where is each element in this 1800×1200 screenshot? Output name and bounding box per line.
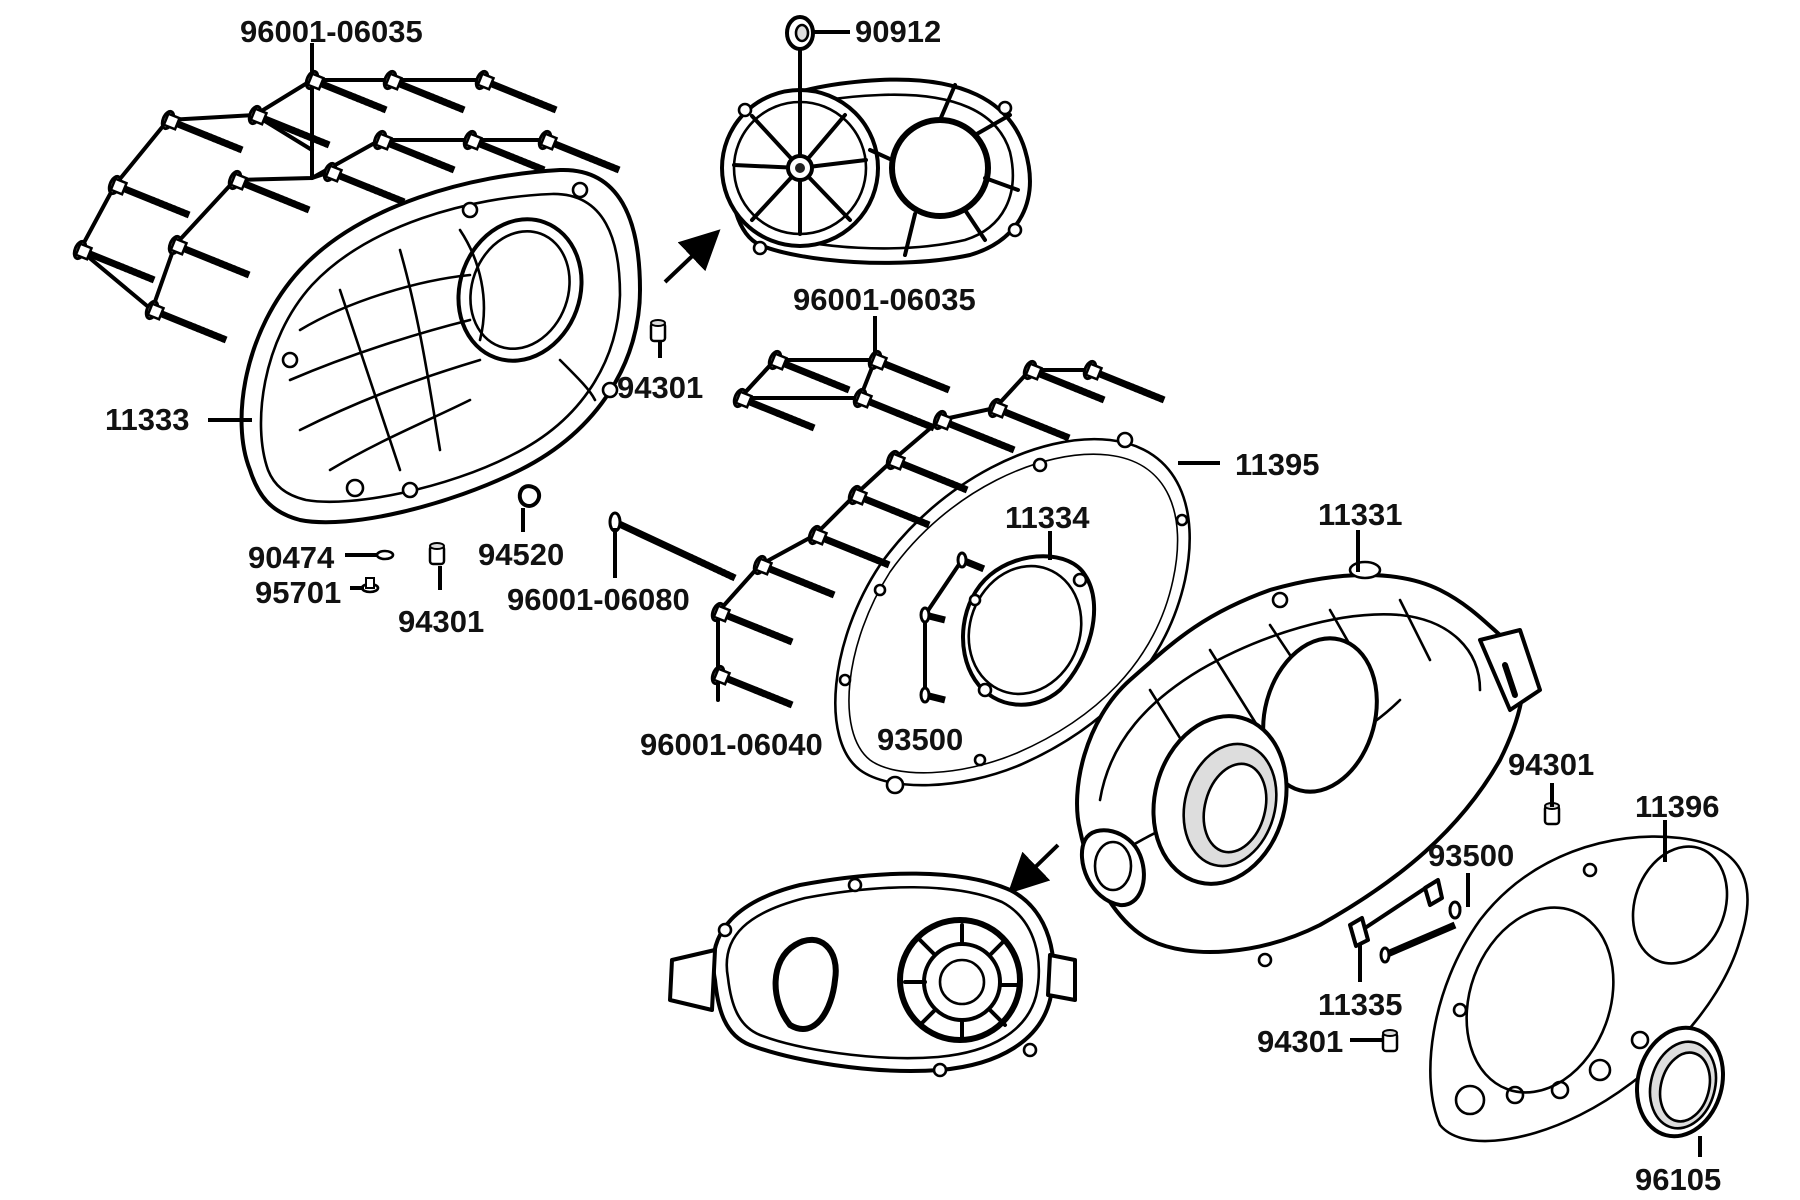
washer-90474 <box>345 549 395 561</box>
label-93500-right: 93500 <box>1428 838 1514 873</box>
dowel-pin-94301-a <box>649 318 667 343</box>
plate-11335 <box>1348 878 1444 982</box>
gasket-11395 <box>834 431 1191 795</box>
label-11395: 11395 <box>1235 447 1320 482</box>
lower-cover-view <box>668 871 1077 1078</box>
outer-clutch-cover <box>239 167 642 525</box>
label-11331: 11331 <box>1318 497 1403 532</box>
label-96105: 96105 <box>1635 1162 1721 1197</box>
label-11333: 11333 <box>105 402 190 437</box>
label-96001-06080: 96001-06080 <box>507 582 690 617</box>
label-90474: 90474 <box>248 540 335 575</box>
dowel-pin-94301-d <box>1381 1028 1399 1053</box>
label-95701: 95701 <box>255 575 341 610</box>
gasket-11396 <box>1429 835 1749 1143</box>
oil-seal-96105 <box>1635 1025 1725 1157</box>
cover-inner-view <box>720 77 1032 265</box>
label-11335: 11335 <box>1318 987 1403 1022</box>
label-96001-06040: 96001-06040 <box>640 727 823 762</box>
screws-93500-right <box>1379 873 1470 964</box>
bolt-group-top-left <box>72 50 623 348</box>
label-96001-06035-middle: 96001-06035 <box>793 282 976 317</box>
long-bolt-96001-06080 <box>608 511 737 582</box>
label-11334: 11334 <box>1005 500 1090 535</box>
dowel-pin-94301-b <box>428 541 446 566</box>
arrow-icon-lower <box>1007 843 1060 894</box>
screws-93500-middle <box>919 551 986 704</box>
label-93500-middle: 93500 <box>877 722 963 757</box>
bolt-group-middle <box>732 333 953 436</box>
bearing-90912 <box>785 15 850 112</box>
label-11396: 11396 <box>1635 789 1720 824</box>
label-94301-left: 94301 <box>398 604 484 639</box>
arrow-icon <box>663 229 721 284</box>
label-94520: 94520 <box>478 537 564 572</box>
label-90912: 90912 <box>855 14 941 49</box>
cover-11334 <box>961 554 1097 707</box>
crankcase-housing-11331 <box>1075 560 1542 968</box>
circlip-94520 <box>517 484 542 532</box>
label-94301-top: 94301 <box>617 370 703 405</box>
label-94301-right: 94301 <box>1508 747 1594 782</box>
label-94301-bottom: 94301 <box>1257 1024 1343 1059</box>
label-96001-06035-top: 96001-06035 <box>240 14 423 49</box>
bolt-group-long-chain <box>710 360 1168 714</box>
screw-95701 <box>350 577 380 594</box>
